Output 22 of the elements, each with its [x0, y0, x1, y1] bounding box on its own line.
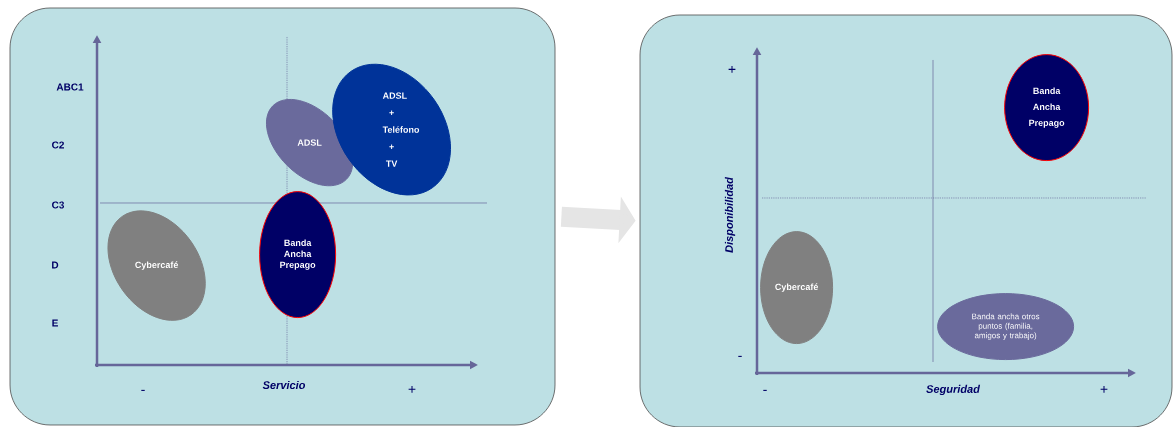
axis-label: E	[52, 319, 58, 327]
axis-label: +	[728, 65, 736, 73]
axis-label: C3	[52, 201, 65, 209]
axis-label: -	[738, 355, 742, 357]
axis-label: +	[1100, 385, 1108, 393]
axis-label: +	[408, 385, 416, 393]
axis-title: Servicio	[262, 380, 306, 390]
ellipse-bubble: Cybercafé	[760, 231, 834, 345]
axis-label: -	[141, 389, 145, 391]
axis-label: -	[763, 389, 767, 391]
ellipse-bubble: Banda Ancha Prepago	[1004, 54, 1090, 162]
axis-title: Seguridad	[926, 384, 981, 396]
axis-label: D	[52, 261, 59, 269]
ellipse-bubble: Banda ancha otros puntos (familia, amigos y trabajo)	[937, 293, 1075, 361]
ellipse-bubble: Banda Ancha Prepago	[259, 191, 337, 319]
axis-label: C2	[52, 141, 64, 149]
ellipse-bubble: ADSL + Teléfono + TV	[332, 63, 452, 196]
axis-label: ABC1	[56, 83, 84, 91]
ellipse-bubble: ADSL	[265, 98, 354, 187]
ellipse-bubble: Cybercafé	[107, 210, 206, 321]
axis-title: Disponibilidad	[724, 176, 736, 253]
panel	[639, 14, 1173, 427]
